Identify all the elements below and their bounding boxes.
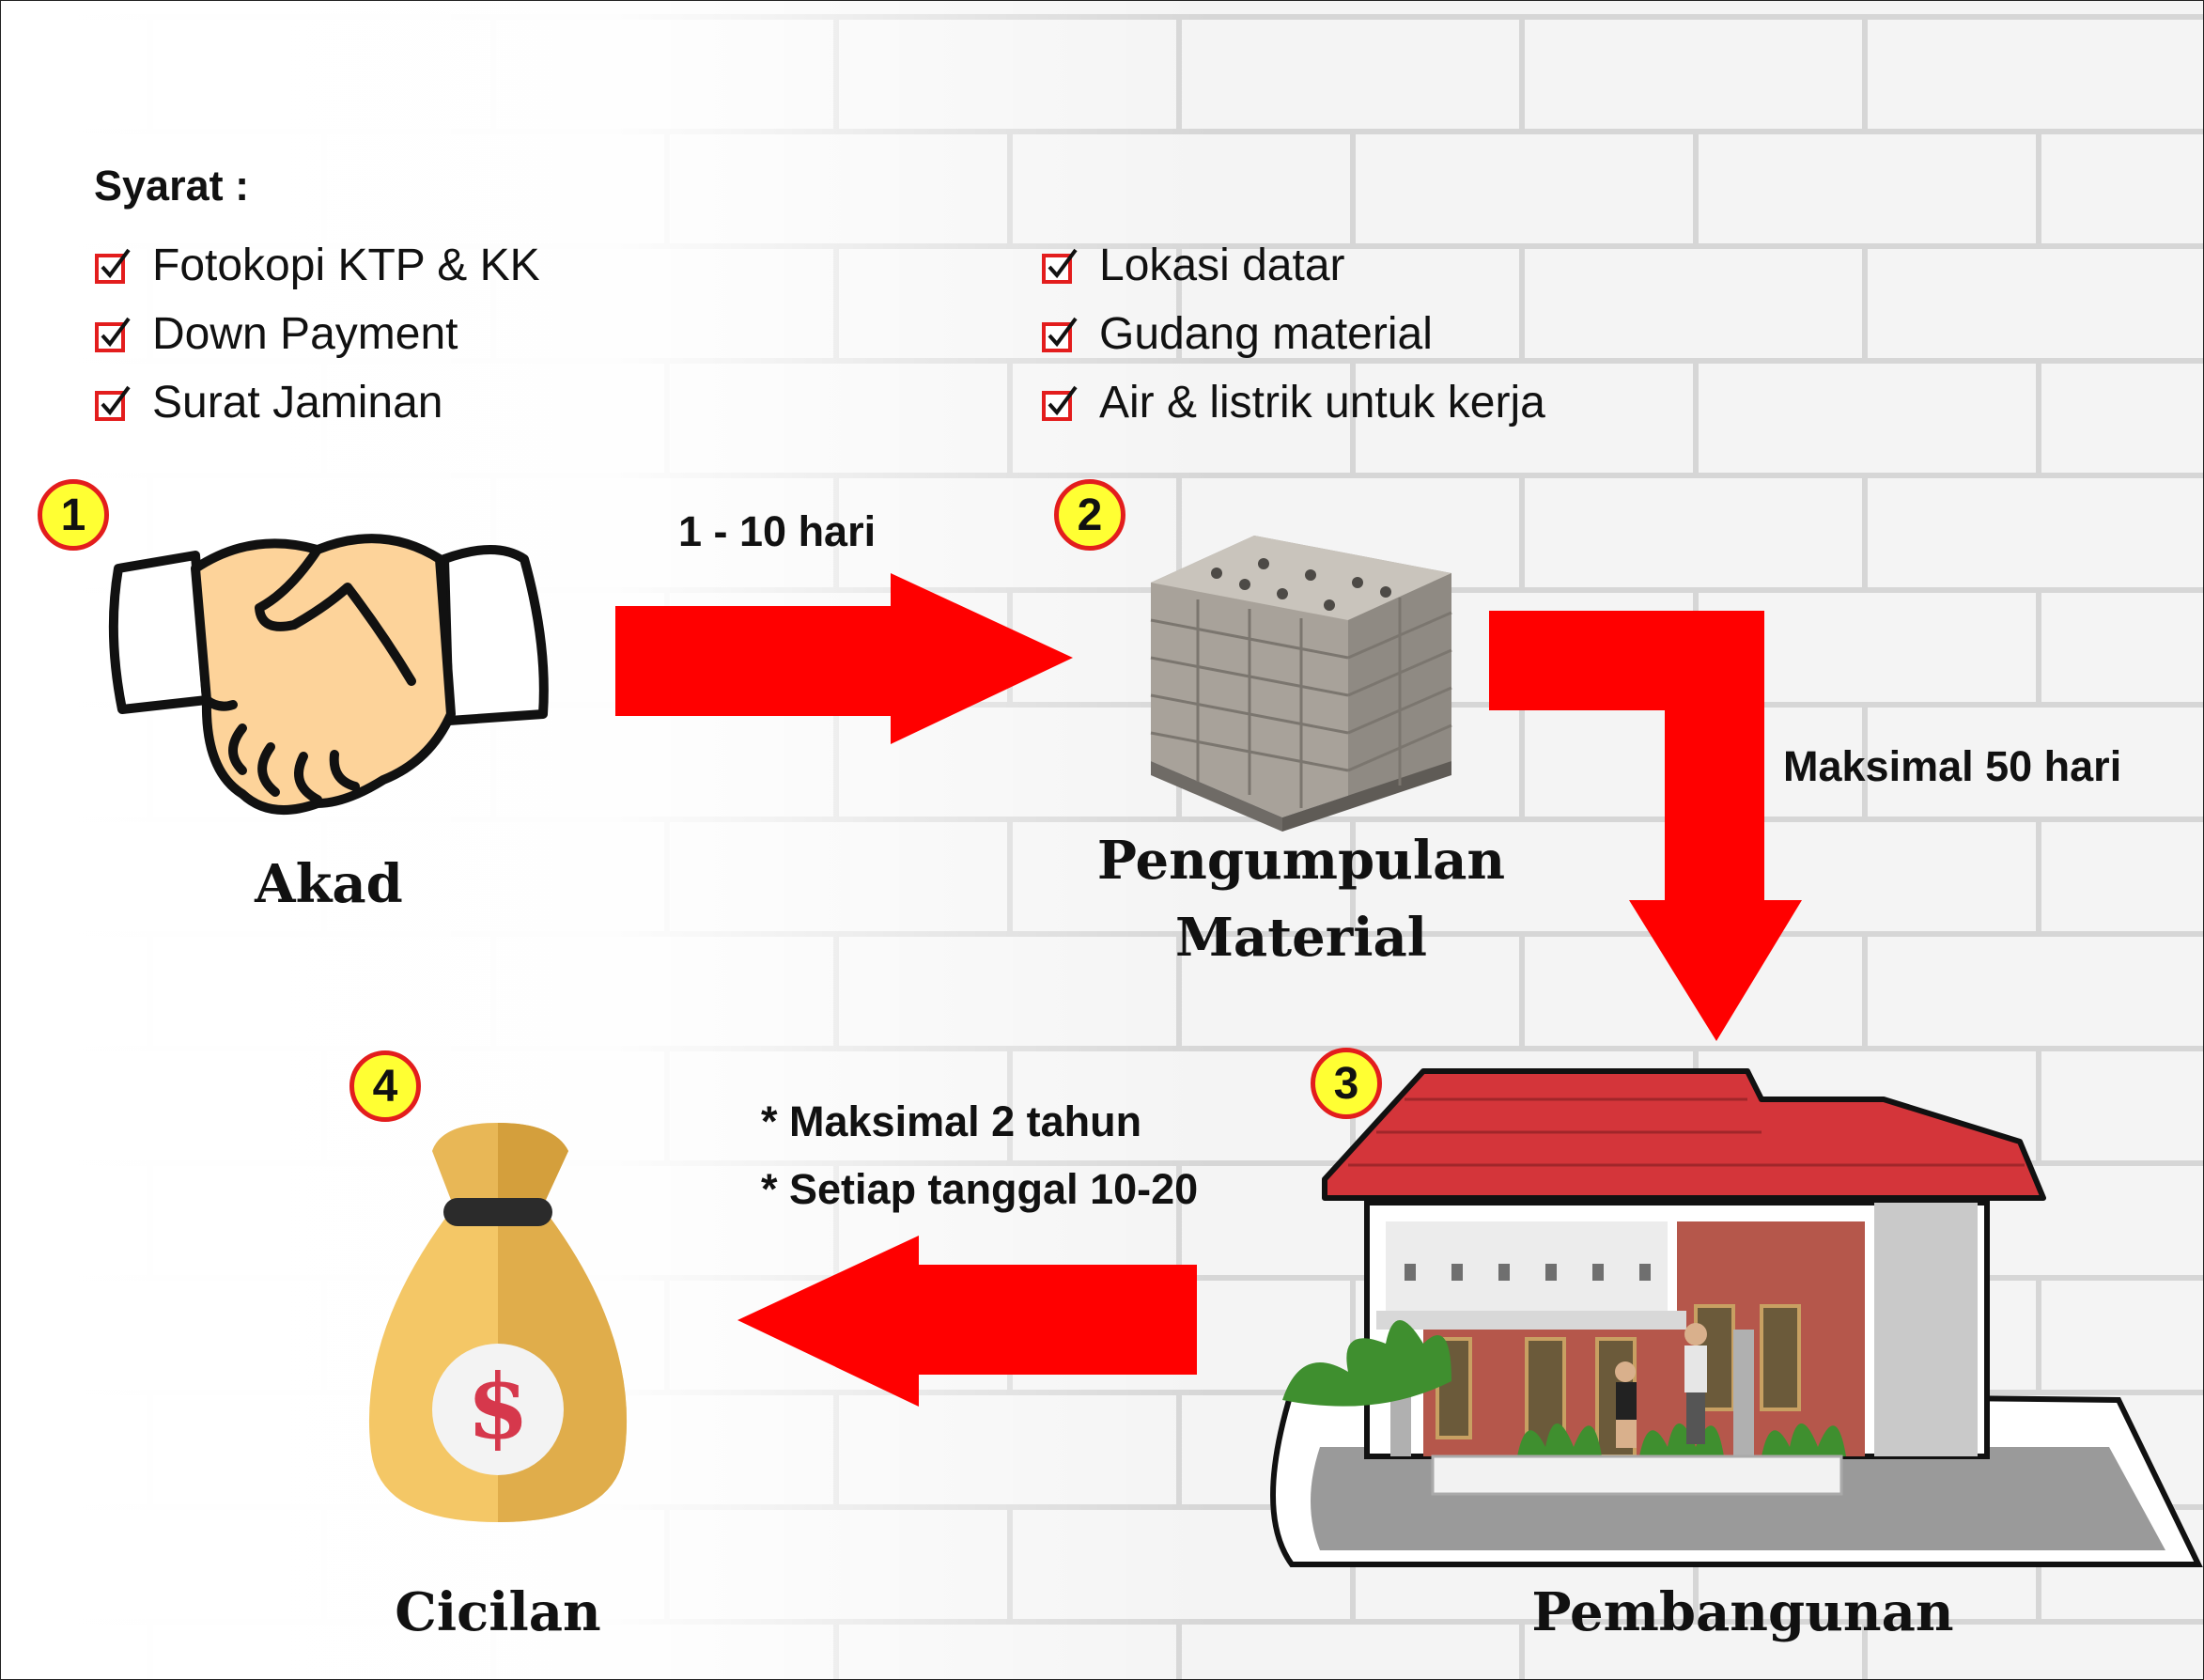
requirement-text: Air & listrik untuk kerja bbox=[1099, 378, 1545, 428]
stage-3-badge: 3 bbox=[1311, 1048, 1382, 1119]
checkbox-checked-icon bbox=[1042, 385, 1078, 421]
dollar-sign-icon: $ bbox=[467, 1355, 529, 1459]
arrow-build-to-installment bbox=[737, 1236, 1197, 1407]
arrow-material-to-build bbox=[1489, 611, 1802, 1041]
stage-3-label: Pembangunan bbox=[1531, 1581, 1954, 1643]
requirement-text: Fotokopi KTP & KK bbox=[152, 241, 540, 290]
arrow-akad-to-material bbox=[615, 573, 1073, 744]
requirement-item: Gudang material bbox=[1041, 300, 1545, 368]
installment-note-1: * Maksimal 2 tahun bbox=[761, 1097, 1142, 1145]
stage-1-label: Akad bbox=[255, 853, 403, 915]
brick-pallet-icon bbox=[1150, 536, 1452, 832]
checkbox-checked-icon bbox=[1042, 248, 1078, 284]
requirements-list-left: Fotokopi KTP & KK Down Payment Surat Jam… bbox=[94, 231, 540, 437]
requirement-item: Fotokopi KTP & KK bbox=[94, 231, 540, 300]
duration-material-to-build: Maksimal 50 hari bbox=[1783, 742, 2122, 790]
stage-4-label: Cicilan bbox=[395, 1581, 601, 1643]
requirement-text: Gudang material bbox=[1099, 309, 1433, 359]
requirements-list-right: Lokasi datar Gudang material Air & listr… bbox=[1041, 231, 1545, 437]
requirement-text: Lokasi datar bbox=[1099, 241, 1345, 290]
checkbox-checked-icon bbox=[95, 385, 131, 421]
stage-4-badge: 4 bbox=[349, 1050, 421, 1122]
stage-2-label-line1: Pengumpulan bbox=[1096, 830, 1506, 892]
requirement-item: Lokasi datar bbox=[1041, 231, 1545, 300]
requirement-text: Surat Jaminan bbox=[152, 378, 443, 428]
stage-2-badge: 2 bbox=[1054, 479, 1125, 551]
stage-2-label-line2: Material bbox=[1174, 907, 1428, 969]
checkbox-checked-icon bbox=[95, 248, 131, 284]
requirement-item: Down Payment bbox=[94, 300, 540, 368]
requirements-title: Syarat : bbox=[94, 162, 250, 210]
requirement-item: Air & listrik untuk kerja bbox=[1041, 368, 1545, 437]
requirement-text: Down Payment bbox=[152, 309, 458, 359]
installment-note-2: * Setiap tanggal 10-20 bbox=[761, 1165, 1199, 1213]
stage-2-label: Pengumpulan Material bbox=[1071, 822, 1531, 976]
stage-1-badge: 1 bbox=[38, 479, 109, 551]
duration-akad-to-material: 1 - 10 hari bbox=[678, 507, 877, 555]
checkbox-checked-icon bbox=[95, 317, 131, 352]
requirement-item: Surat Jaminan bbox=[94, 368, 540, 437]
handshake-icon bbox=[108, 534, 549, 816]
money-bag-icon: $ bbox=[368, 1123, 628, 1522]
house-icon bbox=[1270, 1068, 2203, 1567]
checkbox-checked-icon bbox=[1042, 317, 1078, 352]
